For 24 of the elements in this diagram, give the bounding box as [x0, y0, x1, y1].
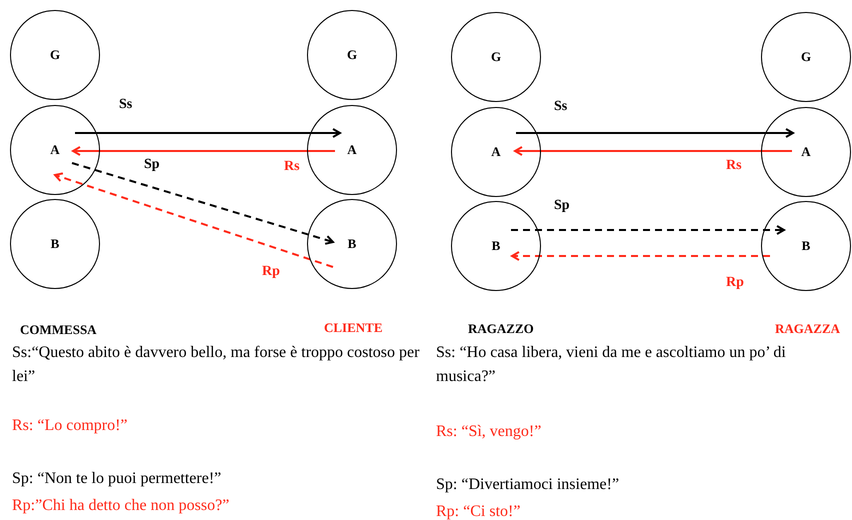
arrow [72, 162, 334, 245]
arrow [75, 128, 341, 138]
dialogue-line: Rs: “Lo compro!” [12, 416, 129, 436]
dialogue-line: Rp: “Ci sto!” [436, 502, 522, 520]
dialogue-line: Ss:“Questo abito è davvero bello, ma forse è troppo costoso per lei” [12, 343, 420, 387]
arrow [511, 225, 785, 235]
edge-label: Sp [552, 199, 572, 213]
role-label: RAGAZZA [775, 320, 840, 338]
arrow [54, 172, 334, 268]
dialogue-line: Sp: “Divertiamoci insieme!” [436, 475, 620, 495]
arrow [72, 146, 335, 156]
dialogue-line: Rs: “Sì, vengo!” [436, 422, 542, 442]
dialogue-line: Sp: “Non te lo puoi permettere!” [12, 469, 222, 489]
arrow [511, 251, 770, 261]
dialogue-line: Ss: “Ho casa libera, vieni da me e ascoltiamo un po’ di musica?” [436, 343, 787, 387]
edge-label: Rp [260, 265, 282, 279]
edge-label: Rp [724, 276, 746, 290]
role-label: RAGAZZO [468, 320, 534, 338]
role-label: COMMESSA [20, 321, 97, 339]
edge-label: Sp [142, 158, 162, 172]
arrow [514, 146, 792, 156]
arrow [516, 128, 794, 138]
dialogue-line: Rp:”Chi ha detto che non posso?” [12, 496, 230, 516]
role-label: CLIENTE [324, 319, 383, 337]
